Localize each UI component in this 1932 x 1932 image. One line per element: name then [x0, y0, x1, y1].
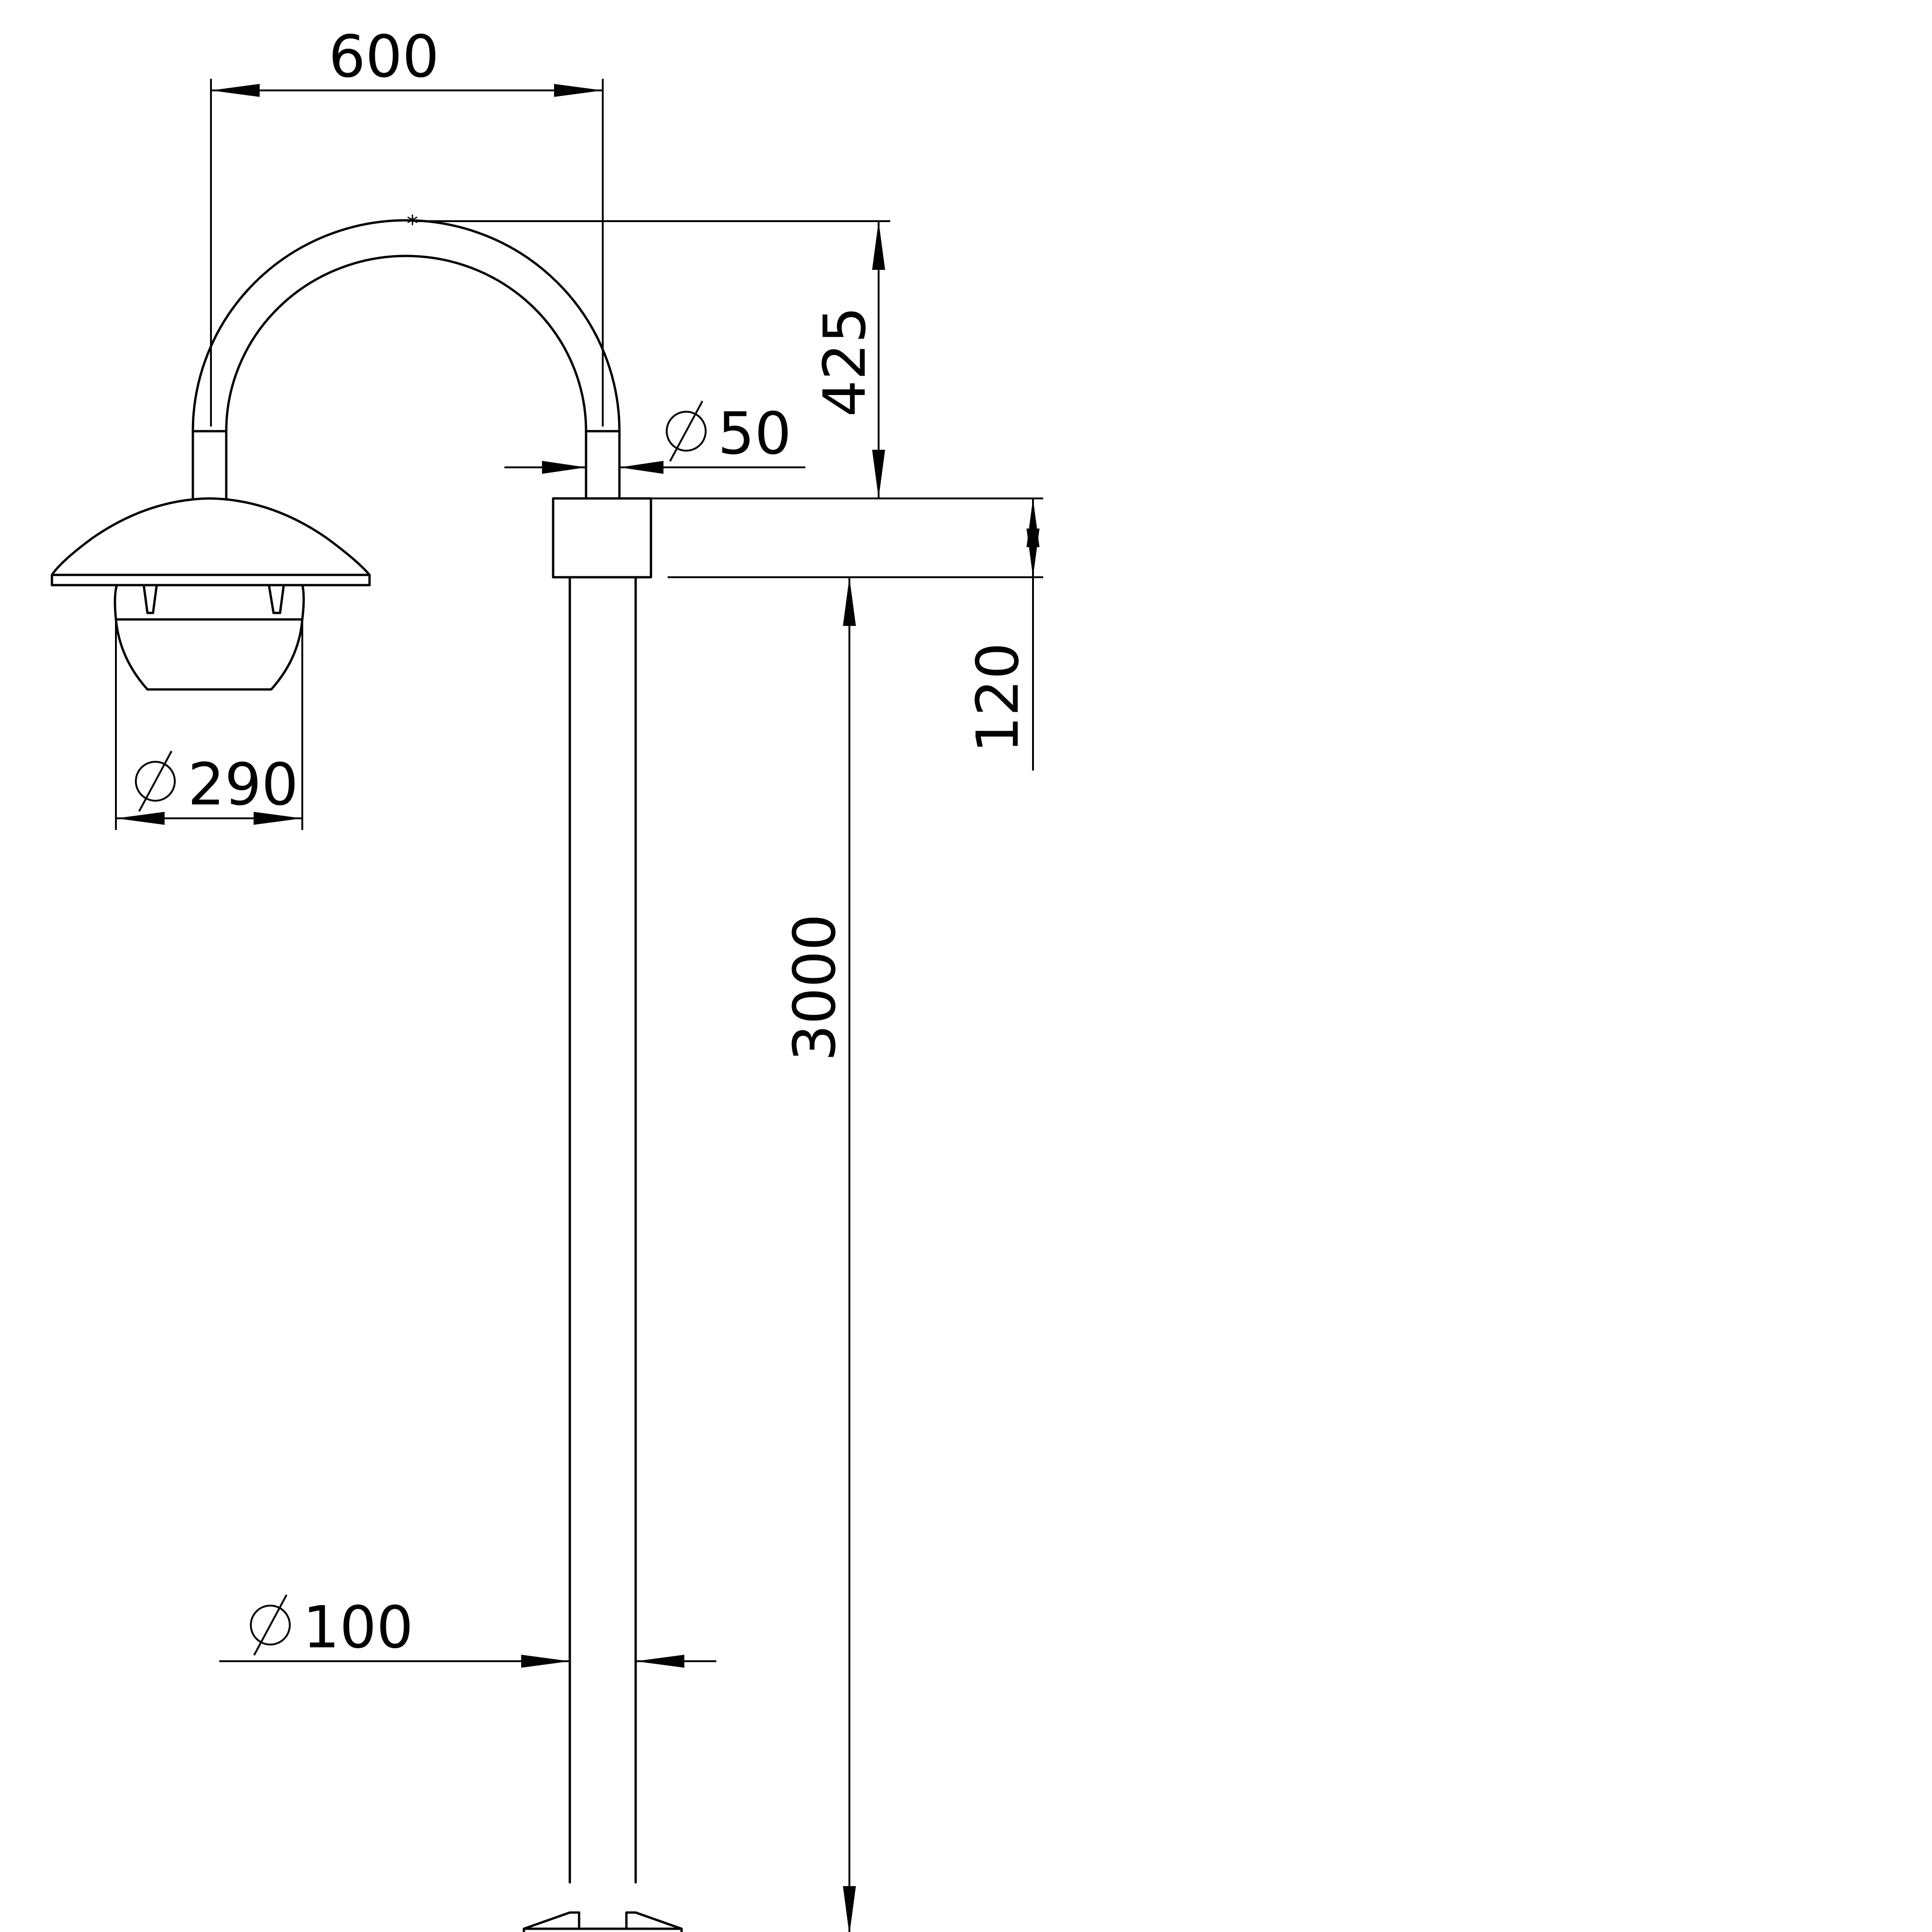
- dim-pole-height-label: 3000: [781, 914, 848, 1061]
- dim-arm-height: 425: [413, 220, 890, 498]
- dim-pole-height: 3000: [781, 577, 856, 1932]
- dim-arm-reach: 600: [210, 23, 604, 427]
- diameter-symbol-icon: [250, 1594, 291, 1656]
- dim-pole-diameter-label: 100: [303, 1594, 414, 1661]
- dim-bracket-height: 120: [651, 497, 1043, 771]
- lamp-post-geometry: *: [51, 210, 683, 1932]
- dim-arm-reach-label: 600: [329, 23, 440, 90]
- dim-bracket-height-label: 120: [964, 643, 1032, 753]
- dim-arm-tube-diameter-label: 50: [718, 400, 791, 467]
- dim-arm-tube-diameter: 50: [504, 400, 805, 474]
- apex-marker: *: [407, 210, 418, 237]
- lamp-globe: [114, 584, 305, 691]
- dimensions: 600 425 50: [115, 23, 1043, 1932]
- pole: [568, 576, 637, 1884]
- dim-lamp-diameter-label: 290: [188, 751, 299, 818]
- diameter-symbol-icon: [135, 751, 176, 812]
- pole-base-plate: [523, 1911, 683, 1932]
- dim-pole-diameter: 100: [219, 1594, 716, 1668]
- dim-arm-height-label: 425: [811, 306, 879, 417]
- curved-arm: *: [191, 210, 621, 500]
- pole-top-bracket: [552, 497, 652, 579]
- lamp-shade: [51, 497, 371, 587]
- dim-lamp-diameter: 290: [115, 619, 303, 830]
- diameter-symbol-icon: [666, 401, 707, 462]
